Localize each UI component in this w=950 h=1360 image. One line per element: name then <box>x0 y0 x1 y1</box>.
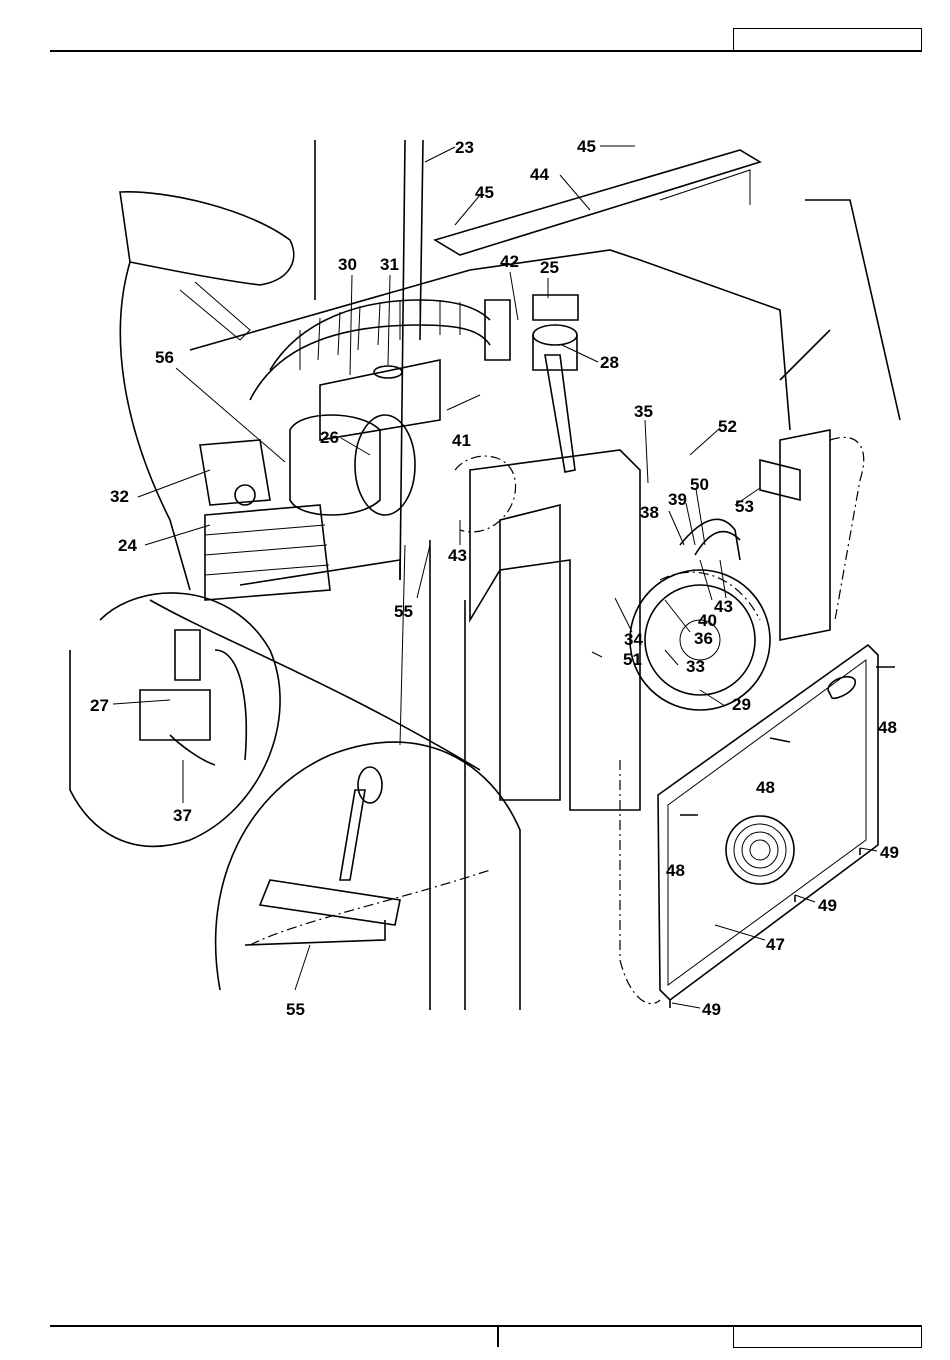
callout-45-top: 45 <box>577 137 596 156</box>
detail-circle-bottom <box>216 742 520 1010</box>
callout-55-detail: 55 <box>286 1000 305 1019</box>
callout-35: 35 <box>634 402 653 421</box>
callout-26: 26 <box>320 428 339 447</box>
callout-41: 41 <box>452 431 471 450</box>
callout-52: 52 <box>718 417 737 436</box>
callout-47: 47 <box>766 935 785 954</box>
callout-48-right: 48 <box>878 718 897 737</box>
panel-handle-slot <box>828 677 855 699</box>
callout-43-left: 43 <box>448 546 467 565</box>
callout-24: 24 <box>118 536 137 555</box>
fan-grille <box>726 816 794 884</box>
chassis-frame <box>190 250 790 430</box>
callout-42: 42 <box>500 252 519 271</box>
detail-lever <box>340 790 365 880</box>
tank-cap-31 <box>374 366 402 378</box>
callout-51: 51 <box>623 650 642 669</box>
callout-49-mid: 49 <box>818 896 837 915</box>
callout-28: 28 <box>600 353 619 372</box>
control-lever <box>545 355 575 472</box>
tall-rod-23 <box>400 140 405 580</box>
filter-42 <box>485 300 510 360</box>
callout-45-left: 45 <box>475 183 494 202</box>
detail-rod-55 <box>245 920 385 945</box>
top-cover-44 <box>435 150 760 255</box>
callout-49-bottom: 49 <box>702 1000 721 1019</box>
callout-25: 25 <box>540 258 559 277</box>
control-console <box>470 450 640 810</box>
callout-37: 37 <box>173 806 192 825</box>
callout-23: 23 <box>455 138 474 157</box>
callout-53: 53 <box>735 497 754 516</box>
rear-frame <box>780 430 830 640</box>
callout-32: 32 <box>110 487 129 506</box>
callout-55-main: 55 <box>394 602 413 621</box>
valve-block-25 <box>533 295 578 320</box>
seat-back <box>120 192 294 285</box>
callout-39: 39 <box>668 490 687 509</box>
callout-31: 31 <box>380 255 399 274</box>
callout-48-left: 48 <box>666 861 685 880</box>
callout-40: 40 <box>698 611 717 630</box>
filter-28 <box>533 325 577 345</box>
callout-33: 33 <box>686 657 705 676</box>
callout-44: 44 <box>530 165 549 184</box>
callout-38: 38 <box>640 503 659 522</box>
bolt-48-b <box>770 738 790 742</box>
callout-50: 50 <box>690 475 709 494</box>
callout-36: 36 <box>694 629 713 648</box>
callout-48-mid: 48 <box>756 778 775 797</box>
callout-29: 29 <box>732 695 751 714</box>
battery-24 <box>205 505 330 600</box>
callout-34: 34 <box>624 630 643 649</box>
callout-30: 30 <box>338 255 357 274</box>
callout-49-top: 49 <box>880 843 899 862</box>
callout-56: 56 <box>155 348 174 367</box>
callout-27: 27 <box>90 696 109 715</box>
